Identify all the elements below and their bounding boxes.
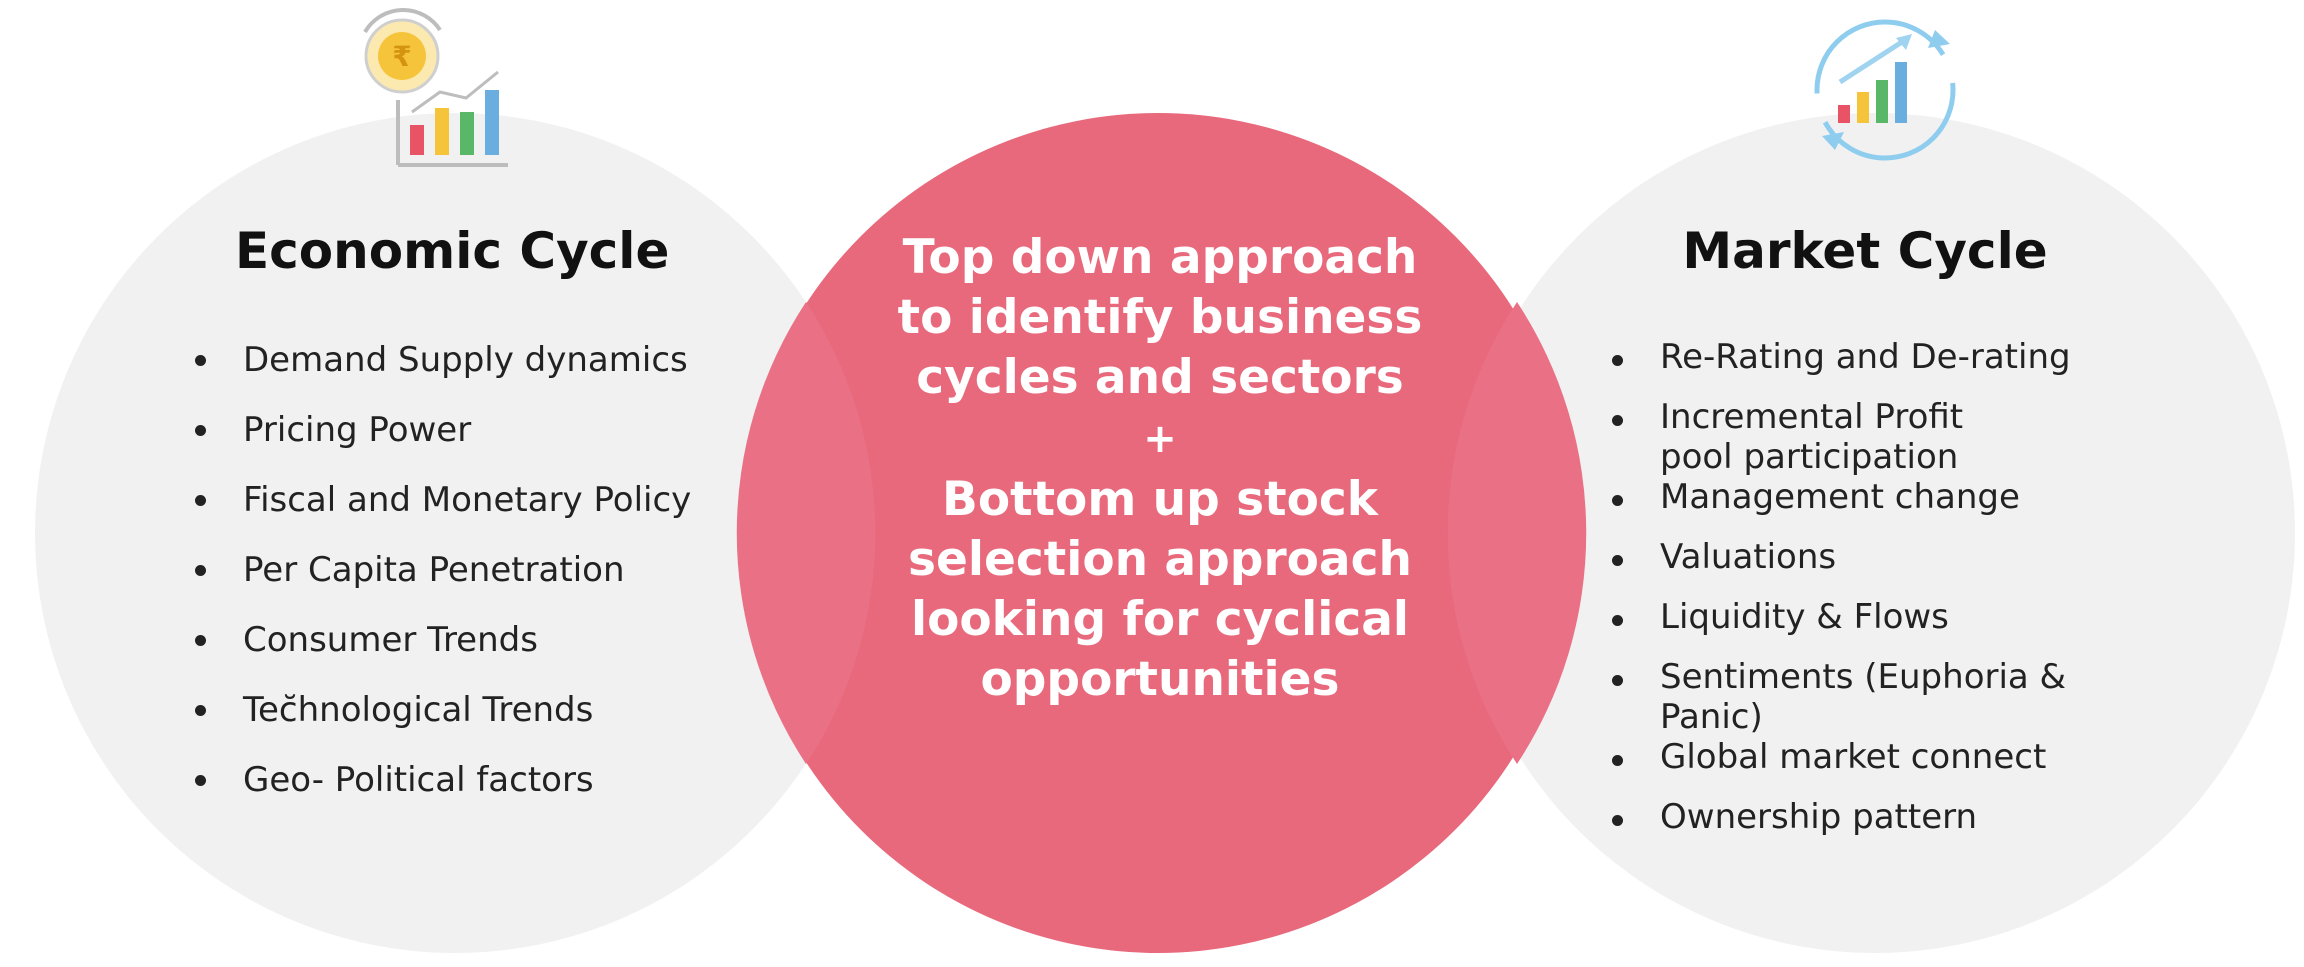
list-item: Per Capita Penetration xyxy=(195,547,691,617)
approach-description: Top down approach to identify business c… xyxy=(880,228,1440,710)
bottom-up-text: Bottom up stock selection approach looki… xyxy=(908,472,1412,707)
list-item: Tec̆hnological Trends xyxy=(195,687,691,757)
list-item: Pricing Power xyxy=(195,407,691,477)
left-circle xyxy=(35,113,875,953)
list-item: Ownership pattern xyxy=(1612,797,2172,857)
market-cycle-title: Market Cycle xyxy=(1682,222,2048,280)
list-item: Sentiments (Euphoria & Panic) xyxy=(1612,657,2172,737)
list-item: Consumer Trends xyxy=(195,617,691,687)
list-item: Incremental Profit pool participation xyxy=(1612,397,2000,477)
economic-cycle-title: Economic Cycle xyxy=(235,222,670,280)
top-down-text: Top down approach to identify business c… xyxy=(897,230,1423,405)
center-circle xyxy=(738,113,1578,953)
list-item: Fiscal and Monetary Policy xyxy=(195,477,691,547)
list-item: Management change xyxy=(1612,477,2172,537)
left-overlap-lens xyxy=(736,302,876,764)
list-item: Geo- Political factors xyxy=(195,757,691,827)
list-item: Re-Rating and De-rating xyxy=(1612,337,2172,397)
market-cycle-list: Re-Rating and De-rating Incremental Prof… xyxy=(1612,337,2172,857)
svg-text:₹: ₹ xyxy=(392,40,411,73)
list-item: Demand Supply dynamics xyxy=(195,337,691,407)
right-overlap-lens xyxy=(1447,302,1587,764)
list-item: Global market connect xyxy=(1612,737,2172,797)
market-growth-cycle-icon xyxy=(1814,19,1956,161)
list-item: Valuations xyxy=(1612,537,2172,597)
right-circle xyxy=(1455,113,2295,953)
economic-chart-icon: ₹ xyxy=(363,8,508,167)
economic-cycle-list: Demand Supply dynamics Pricing Power Fis… xyxy=(195,337,691,827)
list-item: Liquidity & Flows xyxy=(1612,597,2172,657)
plus-sign: + xyxy=(1143,416,1177,462)
